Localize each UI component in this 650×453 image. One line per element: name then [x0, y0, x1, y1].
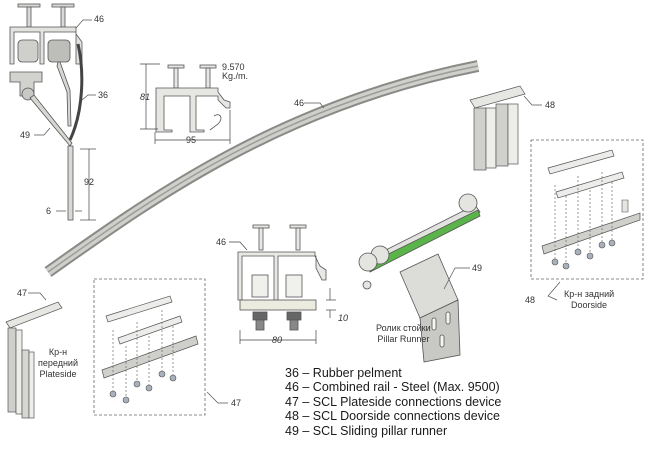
plateside-caption-ru2: передний	[38, 358, 78, 368]
rail-weight-value: 9.570	[222, 62, 245, 72]
doorside-caption-ru: Кр-н задний	[564, 289, 615, 299]
callout-leaders-top-left	[34, 19, 96, 136]
callout-49-top-left: 49	[20, 130, 31, 140]
bracket-dimension-lines	[229, 241, 336, 344]
doorside-assembly-view	[469, 85, 526, 171]
callout-leader-plateside-top	[28, 292, 47, 301]
runner-cross-section	[9, 3, 84, 221]
doorside-caption-en: Doorside	[571, 300, 608, 310]
parts-legend: 36 – Rubber pelment 46 – Combined rail -…	[285, 366, 501, 438]
dim-pillar-thickness: 6	[46, 206, 52, 216]
rail-weight-unit: Kg./m.	[222, 71, 249, 81]
callout-48-box: 48	[525, 295, 536, 305]
pillar-runner	[358, 193, 481, 363]
legend-item: 47 – SCL Plateside connections device	[285, 394, 502, 409]
dim-plate-thickness: 10	[338, 313, 349, 323]
callout-leader-doorside-top	[523, 95, 542, 106]
legend-item: 46 – Combined rail - Steel (Max. 9500)	[285, 380, 500, 395]
curved-rail	[44, 60, 480, 277]
plateside-exploded-view	[93, 278, 206, 416]
dim-bracket-width: 80	[272, 335, 283, 345]
callout-leader-doorside-box	[547, 281, 561, 301]
rail-dimension-lines	[140, 63, 231, 144]
callout-47-top: 47	[17, 288, 28, 298]
pillar-caption-ru: Ролик стойки	[376, 323, 431, 333]
callout-46-section: 46	[216, 237, 227, 247]
doorside-exploded-view	[530, 139, 644, 280]
plateside-assembly-view	[5, 301, 63, 419]
callout-47-box: 47	[231, 398, 242, 408]
callout-leader-rail	[304, 102, 325, 109]
legend-item: 49 – SCL Sliding pillar runner	[285, 423, 448, 438]
dim-pillar-height: 92	[84, 177, 95, 187]
pillar-caption-en: Pillar Runner	[377, 334, 430, 344]
plateside-caption-en: Plateside	[39, 369, 77, 379]
dim-rail-width: 95	[186, 135, 197, 145]
bracket-section	[237, 224, 327, 331]
callout-46-top-left: 46	[94, 14, 105, 24]
legend-item: 48 – SCL Doorside connections device	[285, 409, 500, 424]
callout-46-rail: 46	[294, 98, 305, 108]
callout-49-pillar: 49	[472, 263, 483, 273]
rail-cross-section	[155, 64, 231, 133]
pillar-dimension-lines	[56, 148, 96, 221]
pillar-runner-caption: Ролик стойки Pillar Runner	[376, 323, 431, 345]
plateside-caption-ru: Кр-н	[48, 347, 68, 357]
callout-48-top: 48	[545, 100, 556, 110]
callout-leader-plateside-box	[206, 391, 228, 404]
callout-leader-pillar	[443, 267, 470, 290]
legend-item: 36 – Rubber pelment	[285, 366, 402, 380]
dim-rail-height: 81	[140, 92, 151, 102]
callout-36: 36	[98, 90, 109, 100]
doorside-caption: Кр-н задний Doorside	[564, 289, 614, 311]
plateside-caption: Кр-н передний Plateside	[38, 347, 78, 380]
